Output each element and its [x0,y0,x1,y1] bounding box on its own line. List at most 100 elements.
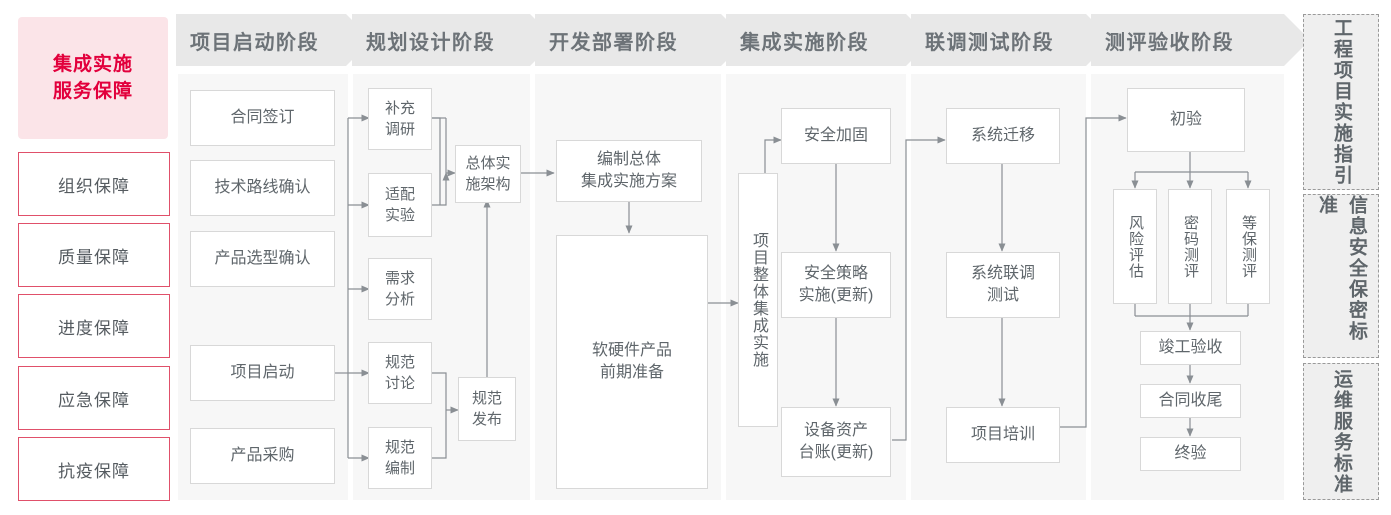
standard-box-label: 运维服务标准 [1331,368,1352,495]
node-standard-release[interactable]: 规范 发布 [458,377,516,441]
node-standard-discussion[interactable]: 规范 讨论 [368,342,432,404]
node-supplementary-research[interactable]: 补充 调研 [368,88,432,150]
stage-header-jicheng: 集成实施阶段 [726,14,932,66]
node-label: 初验 [1169,111,1202,128]
node-label-line1: 软硬件产品 [591,342,672,359]
node-label-line1: 规范 [384,354,415,371]
left-column-title: 集成实施 服务保障 [18,17,168,139]
guarantee-item-label: 质量保障 [58,247,130,267]
node-cryptography-evaluation[interactable]: 密码测评 [1168,189,1212,304]
node-label: 产品采购 [230,447,295,464]
node-label-line2: 台账(更新) [798,444,874,461]
node-system-migration[interactable]: 系统迁移 [946,108,1060,164]
node-label-line1: 设备资产 [803,422,868,439]
node-security-hardening[interactable]: 安全加固 [781,108,891,164]
node-label: 等保测评 [1240,214,1257,279]
standard-box-infosec-confidentiality[interactable]: 信息安全保密标准 [1303,194,1379,358]
node-label-line1: 安全策略 [803,265,868,282]
chevron-right-icon [1284,14,1310,66]
node-label-line1: 需求 [384,270,415,287]
node-label-line2: 讨论 [384,375,415,392]
node-label-line2: 编制 [384,460,415,477]
node-label-line1: 适配 [384,186,415,203]
left-column-title-line1: 集成实施 [52,54,133,75]
stage-header-kaifa: 开发部署阶段 [535,14,747,66]
node-system-joint-debug-test[interactable]: 系统联调 测试 [946,252,1060,318]
node-risk-assessment[interactable]: 风险评估 [1113,189,1157,304]
node-requirement-analysis[interactable]: 需求 分析 [368,258,432,320]
stage-header-label: 联调测试阶段 [925,31,1054,54]
node-equipment-asset-ledger[interactable]: 设备资产 台账(更新) [781,407,891,477]
node-label: 风险评估 [1127,214,1144,279]
node-label: 合同收尾 [1158,392,1223,409]
standard-box-label: 工程项目实施指引 [1331,18,1352,186]
guarantee-item-schedule[interactable]: 进度保障 [18,294,170,358]
stage-header-label: 项目启动阶段 [190,31,319,54]
node-label: 终验 [1174,445,1207,462]
node-overall-project-integration[interactable]: 项目整体集成实施 [738,173,778,427]
stage-header-qidong: 项目启动阶段 [176,14,372,66]
node-label: 竣工验收 [1158,339,1223,356]
node-label: 项目启动 [230,364,295,381]
node-label-line1: 规范 [471,390,502,407]
node-label-line2: 发布 [471,411,502,428]
guarantee-item-organization[interactable]: 组织保障 [18,152,170,216]
standard-box-label: 信息安全保密标准 [1316,195,1367,342]
node-project-training[interactable]: 项目培训 [946,407,1060,463]
stage-header-liandiao: 联调测试阶段 [911,14,1112,66]
guarantee-item-label: 进度保障 [58,318,130,338]
node-label-line1: 补充 [384,100,415,117]
node-label-line2: 前期准备 [599,364,664,381]
stage-header-label: 开发部署阶段 [549,31,678,54]
guarantee-item-label: 抗疫保障 [58,461,130,481]
node-label-line2: 实验 [384,207,415,224]
node-label-line2: 施架构 [465,176,511,193]
node-hardware-software-preparation[interactable]: 软硬件产品 前期准备 [556,235,708,489]
stage-header-label: 集成实施阶段 [740,31,869,54]
stage-header-label: 测评验收阶段 [1105,31,1234,54]
guarantee-item-epidemic[interactable]: 抗疫保障 [18,437,170,501]
node-project-kickoff[interactable]: 项目启动 [190,345,335,401]
node-label: 合同签订 [230,109,295,126]
node-label: 产品选型确认 [214,250,311,267]
node-label: 技术路线确认 [214,179,311,196]
node-label: 项目整体集成实施 [750,232,767,368]
node-label-line1: 总体实 [465,155,511,172]
node-preliminary-acceptance[interactable]: 初验 [1127,88,1245,152]
node-label-line1: 编制总体 [596,151,661,168]
guarantee-item-emergency[interactable]: 应急保障 [18,366,170,430]
stage-header-label: 规划设计阶段 [366,31,495,54]
node-adaptation-experiment[interactable]: 适配 实验 [368,173,432,237]
node-overall-implementation-architecture[interactable]: 总体实 施架构 [455,145,521,203]
node-security-policy-implementation[interactable]: 安全策略 实施(更新) [781,252,891,318]
left-column-title-line2: 服务保障 [52,81,133,102]
node-label-line1: 规范 [384,439,415,456]
node-label: 项目培训 [970,426,1035,443]
guarantee-item-label: 应急保障 [58,390,130,410]
guarantee-item-label: 组织保障 [58,176,130,196]
node-label-line2: 实施(更新) [798,287,874,304]
stage-header-guihua: 规划设计阶段 [352,14,556,66]
node-label: 系统迁移 [970,127,1035,144]
node-standard-drafting[interactable]: 规范 编制 [368,427,432,489]
guarantee-item-quality[interactable]: 质量保障 [18,223,170,287]
node-label: 密码测评 [1182,214,1199,279]
node-contract-closeout[interactable]: 合同收尾 [1140,384,1241,418]
node-label-line2: 测试 [986,287,1019,304]
standard-box-ops-service[interactable]: 运维服务标准 [1303,363,1379,500]
node-label-line2: 分析 [384,291,415,308]
node-product-selection-confirm[interactable]: 产品选型确认 [190,231,335,287]
node-contract-signing[interactable]: 合同签订 [190,90,335,146]
standard-box-engineering-guideline[interactable]: 工程项目实施指引 [1303,14,1379,190]
node-compile-overall-integration-plan[interactable]: 编制总体 集成实施方案 [556,140,702,202]
stage-header-ceping: 测评验收阶段 [1091,14,1310,66]
node-product-procurement[interactable]: 产品采购 [190,428,335,484]
node-tech-route-confirm[interactable]: 技术路线确认 [190,160,335,216]
node-completion-acceptance[interactable]: 竣工验收 [1140,331,1241,365]
node-mlps-evaluation[interactable]: 等保测评 [1226,189,1270,304]
node-label-line2: 调研 [384,121,415,138]
node-label-line2: 集成实施方案 [580,173,677,190]
node-label: 安全加固 [803,127,868,144]
node-final-acceptance[interactable]: 终验 [1140,437,1241,471]
